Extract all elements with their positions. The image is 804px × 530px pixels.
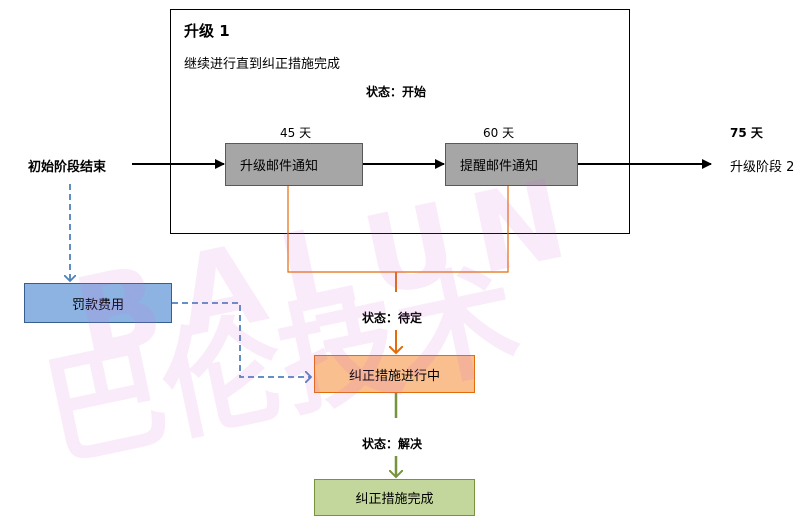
next-stage-days-label: 75 天 xyxy=(730,126,763,140)
reminder-email-box: 提醒邮件通知 xyxy=(445,143,578,186)
escalation-email-box: 升级邮件通知 xyxy=(225,143,363,186)
escalation-title: 升级 1 xyxy=(184,22,230,40)
corrective-action-completed-label: 纠正措施完成 xyxy=(355,492,434,507)
box1-days-label: 45 天 xyxy=(280,126,312,140)
status-resolved-label: 状态：解决 xyxy=(362,437,423,451)
corrective-action-completed-box: 纠正措施完成 xyxy=(314,479,475,516)
next-stage-label: 升级阶段 2 xyxy=(730,160,795,175)
escalation-stage-frame xyxy=(170,9,630,234)
status-start-label: 状态：开始 xyxy=(366,85,427,99)
escalation-subtitle: 继续进行直到纠正措施完成 xyxy=(184,57,341,72)
reminder-email-label: 提醒邮件通知 xyxy=(460,159,539,174)
orange-bracket xyxy=(287,186,509,273)
box2-days-label: 60 天 xyxy=(483,126,515,140)
escalation-email-label: 升级邮件通知 xyxy=(240,159,319,174)
penalty-fee-box: 罚款费用 xyxy=(24,283,172,323)
initial-stage-end-label: 初始阶段结束 xyxy=(28,160,107,175)
corrective-action-in-progress-label: 纠正措施进行中 xyxy=(348,368,440,384)
corrective-action-in-progress-box: 纠正措施进行中 xyxy=(314,355,475,393)
status-pending-label: 状态：待定 xyxy=(362,311,423,325)
blue-dashed-to-in-progress xyxy=(172,302,311,377)
penalty-fee-label: 罚款费用 xyxy=(71,297,124,313)
